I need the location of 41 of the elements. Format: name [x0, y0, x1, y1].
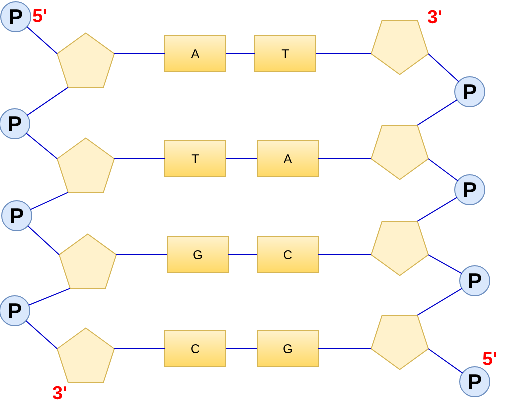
connector-line	[26, 320, 58, 350]
connector-line	[318, 254, 372, 256]
base-box: T	[164, 140, 226, 178]
end-label: 3'	[53, 386, 66, 400]
base-box: G	[257, 330, 319, 368]
end-label: 3'	[428, 10, 442, 24]
connector-line	[116, 254, 168, 256]
base-box: A	[257, 140, 319, 178]
connector-line	[30, 192, 69, 210]
connector-line	[428, 254, 462, 274]
connector-line	[26, 133, 58, 160]
end-label: 5'	[33, 10, 46, 23]
pentagon	[56, 138, 116, 194]
connector-line	[28, 288, 71, 306]
connector-line	[417, 197, 458, 222]
connector-line	[114, 348, 166, 350]
connector-line	[228, 254, 258, 256]
base-box: A	[164, 36, 226, 72]
connector-line	[428, 54, 460, 82]
connector-line	[428, 158, 458, 182]
pentagon	[56, 32, 116, 88]
base-box: C	[164, 330, 226, 368]
pentagon	[58, 234, 118, 290]
connector-line	[28, 226, 60, 256]
connector-line	[114, 158, 166, 160]
pentagon	[370, 124, 430, 180]
connector-line	[26, 87, 69, 116]
connector-line	[318, 158, 372, 160]
connector-line	[417, 288, 463, 316]
end-label: 5'	[483, 352, 496, 366]
connector-line	[428, 348, 464, 374]
pentagon	[370, 220, 430, 276]
base-box: C	[257, 236, 319, 274]
connector-line	[417, 100, 458, 126]
base-box: G	[167, 236, 229, 274]
base-box: T	[254, 36, 316, 72]
connector-line	[226, 158, 258, 160]
connector-line	[226, 348, 258, 350]
connector-line	[26, 26, 58, 54]
pentagon	[370, 314, 430, 370]
connector-line	[318, 348, 372, 350]
